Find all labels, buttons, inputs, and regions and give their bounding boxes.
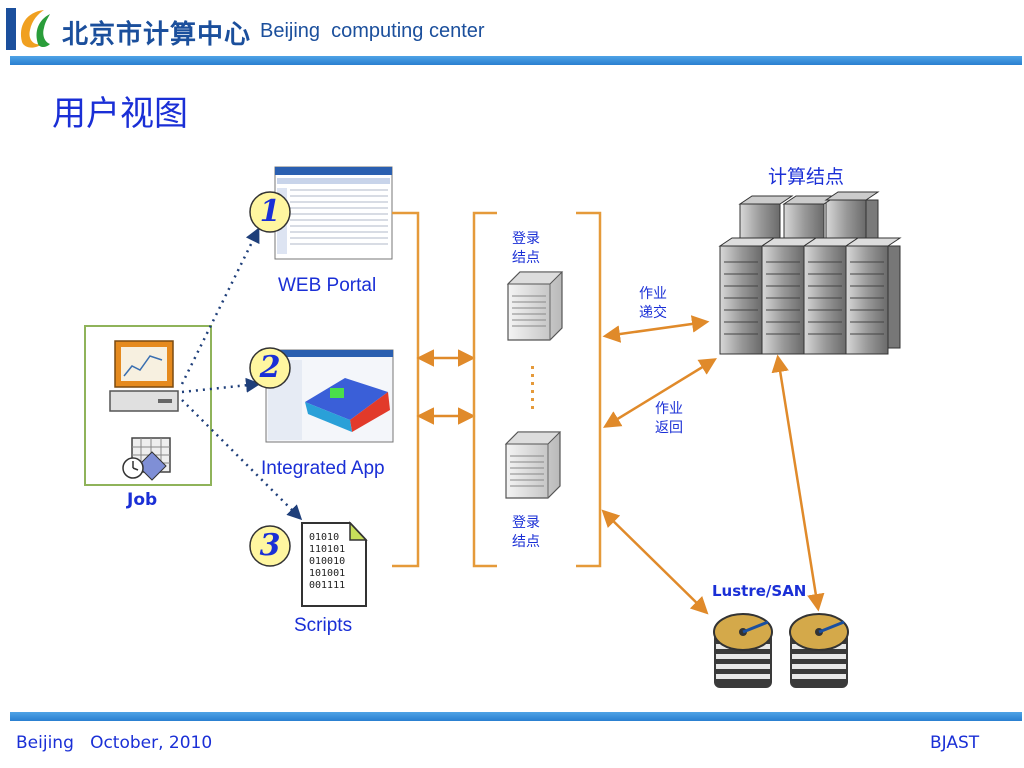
header-bar [10,56,1022,65]
number-label-2: 2 [259,350,281,385]
number-circle-2 [249,347,291,389]
user-box [84,325,212,486]
scripts-document [301,521,368,607]
ellipsis-dots [531,366,534,409]
header-title: Beijing computing center [260,20,485,42]
logo-emblem [4,4,60,54]
arrow-job-submit [602,315,710,343]
arrow-compute-storage [771,354,825,612]
number-label-3: 3 [259,528,281,563]
page-title: 用户视图 [52,94,188,134]
storage-disk-1-icon [713,613,773,688]
dotted-arrow-2 [181,377,261,394]
number-label-1: 1 [259,194,281,229]
login-bracket-right [576,211,602,568]
footer-right-text: BJAST [930,733,980,753]
login-server-bottom-icon [504,431,562,499]
compute-nodes-label: 计算结点 [768,166,845,188]
storage-label: Lustre/SAN [712,582,807,600]
login-server-top-icon [506,271,564,341]
job-return-label: 作业 返回 [655,401,683,436]
job-submit-label: 作业 递交 [639,286,667,321]
integrated-app-label: Integrated App [261,458,385,479]
storage-disk-2-icon [789,613,849,688]
computer-icon [109,340,179,412]
arrow-login-storage [601,509,709,615]
number-circle-1 [249,191,291,233]
login-bracket-left [472,211,497,568]
arrow-job-return [603,358,717,428]
login-node-bottom-label: 登录 结点 [512,515,540,550]
number-circle-3 [249,525,291,567]
job-icon [122,437,171,481]
web-portal-label: WEB Portal [278,275,377,296]
footer-left-text: Beijing October, 2010 [16,733,213,753]
logo-text: 北京市计算中心 [62,20,252,50]
login-node-top-label: 登录 结点 [512,231,540,266]
job-label: Job [127,490,158,510]
web-portal-screenshot [274,166,393,260]
access-bracket [392,211,420,568]
scripts-label: Scripts [294,615,353,636]
footer-bar [10,712,1022,721]
compute-cluster-icon [718,191,902,355]
dotted-arrow-1 [180,227,260,385]
scripts-binary-text: 01010 110101 010010 101001 001111 [309,532,346,591]
